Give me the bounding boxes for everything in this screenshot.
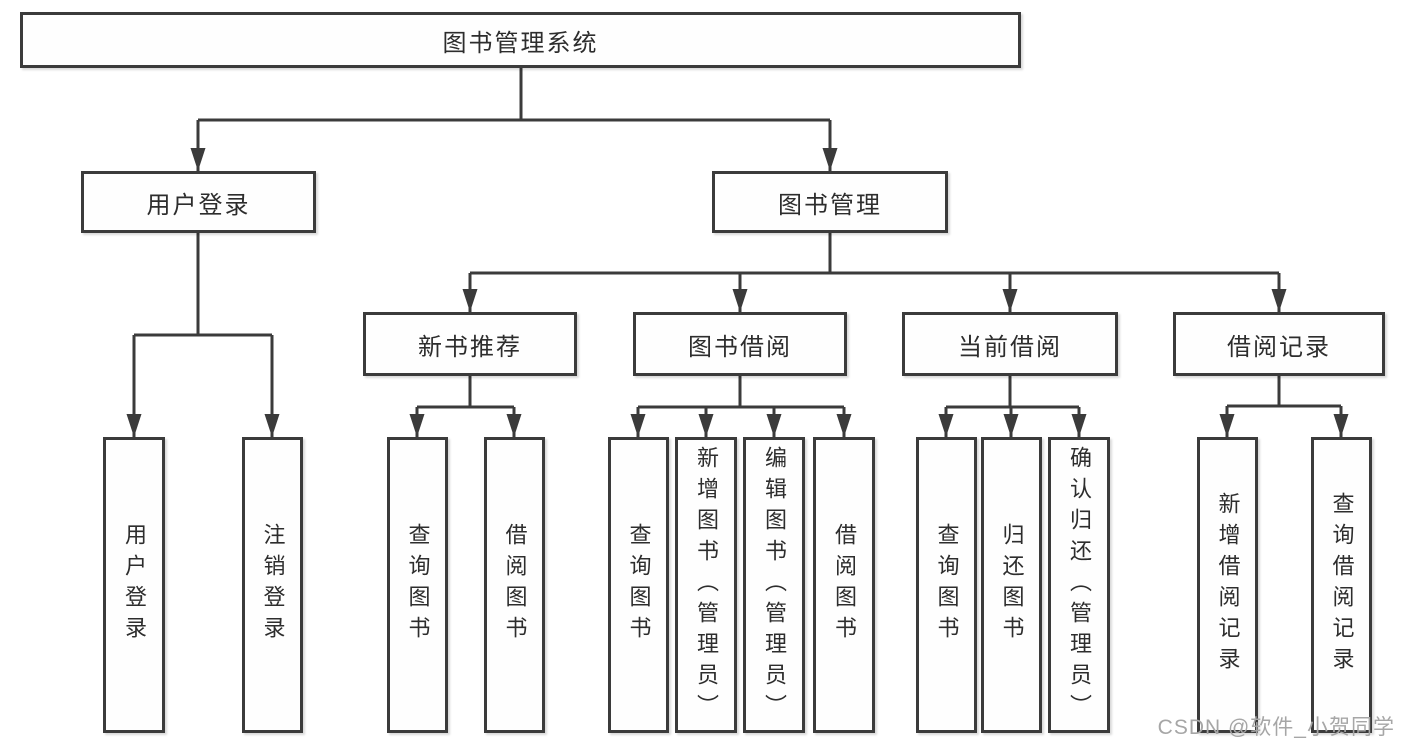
node-label: 图书借阅 (688, 333, 792, 361)
node-label: 新书推荐 (418, 333, 522, 361)
node-label: 新增借阅记录 (1215, 492, 1241, 678)
leaf-confirm-return-admin: 确认归还（管理员） (1048, 437, 1110, 733)
leaf-query-books-recommend: 查询图书 (387, 437, 448, 733)
leaf-borrow-books-recommend: 借阅图书 (484, 437, 545, 733)
node-label: 确认归还（管理员） (1067, 445, 1092, 725)
node-label: 借阅图书 (832, 523, 857, 647)
leaf-borrow-books: 借阅图书 (813, 437, 875, 733)
node-label: 图书管理系统 (442, 29, 599, 57)
node-label: 查询借阅记录 (1329, 492, 1355, 678)
node-label: 用户登录 (146, 191, 251, 219)
leaf-add-borrow-record: 新增借阅记录 (1197, 437, 1258, 733)
leaf-edit-books-admin: 编辑图书（管理员） (743, 437, 805, 733)
node-label: 编辑图书（管理员） (762, 445, 787, 725)
leaf-return-books: 归还图书 (981, 437, 1042, 733)
node-book-borrowing: 图书借阅 (633, 312, 847, 376)
leaf-logout-login: 注销登录 (242, 437, 303, 733)
node-book-management: 图书管理 (712, 171, 948, 233)
leaf-query-books-borrowing: 查询图书 (608, 437, 669, 733)
node-label: 图书管理 (778, 191, 882, 219)
node-label: 查询图书 (626, 523, 652, 647)
node-user-login: 用户登录 (81, 171, 316, 233)
node-new-book-recommendation: 新书推荐 (363, 312, 577, 376)
leaf-add-books-admin: 新增图书（管理员） (675, 437, 737, 733)
node-label: 用户登录 (122, 523, 147, 647)
node-borrowing-records: 借阅记录 (1173, 312, 1385, 376)
leaf-query-borrow-record: 查询借阅记录 (1311, 437, 1372, 733)
node-label: 查询图书 (934, 523, 960, 647)
node-label: 当前借阅 (958, 333, 1062, 361)
node-current-borrowing: 当前借阅 (902, 312, 1118, 376)
node-label: 注销登录 (260, 523, 286, 647)
watermark-text: CSDN @软件_小贺同学 (1157, 716, 1395, 739)
node-label: 借阅图书 (502, 523, 528, 647)
node-label: 归还图书 (999, 523, 1025, 647)
node-label: 查询图书 (405, 523, 431, 647)
node-label: 新增图书（管理员） (694, 445, 719, 725)
node-library-system: 图书管理系统 (20, 12, 1021, 68)
leaf-user-login: 用户登录 (103, 437, 165, 733)
node-label: 借阅记录 (1227, 333, 1331, 361)
leaf-query-books-current: 查询图书 (916, 437, 977, 733)
